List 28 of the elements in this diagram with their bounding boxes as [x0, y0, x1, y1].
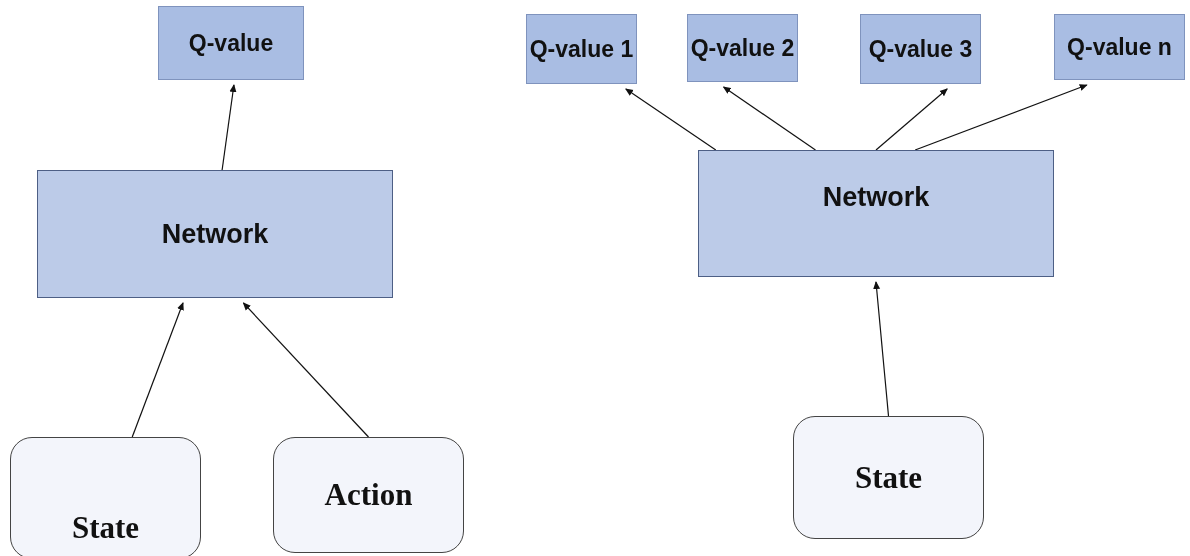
network-box	[37, 170, 393, 298]
box-label: Q-value 1	[529, 35, 634, 63]
output-box	[860, 14, 981, 84]
output-box	[158, 6, 304, 80]
box-label: Q-value 3	[868, 35, 973, 63]
output-box	[1054, 14, 1185, 80]
arrow	[221, 84, 237, 171]
input-box	[273, 437, 464, 553]
input-box	[10, 437, 201, 556]
arrow	[914, 84, 1088, 151]
output-box	[526, 14, 637, 84]
network-box	[698, 150, 1054, 277]
arrow	[131, 302, 184, 438]
arrow	[722, 86, 817, 151]
arrow	[875, 88, 948, 151]
input-box	[793, 416, 984, 539]
box-label: Q-value	[188, 29, 274, 57]
box-label: Q-value 2	[690, 34, 795, 62]
arrow	[625, 88, 717, 151]
arrow	[242, 302, 370, 438]
output-box	[687, 14, 798, 82]
box-label: State	[854, 459, 923, 496]
arrow	[873, 281, 890, 417]
box-label: Network	[161, 218, 269, 250]
box-label: Q-value n	[1067, 33, 1172, 61]
box-label: Network	[822, 182, 930, 213]
box-label: Action	[324, 477, 413, 513]
box-label: State	[71, 510, 140, 546]
